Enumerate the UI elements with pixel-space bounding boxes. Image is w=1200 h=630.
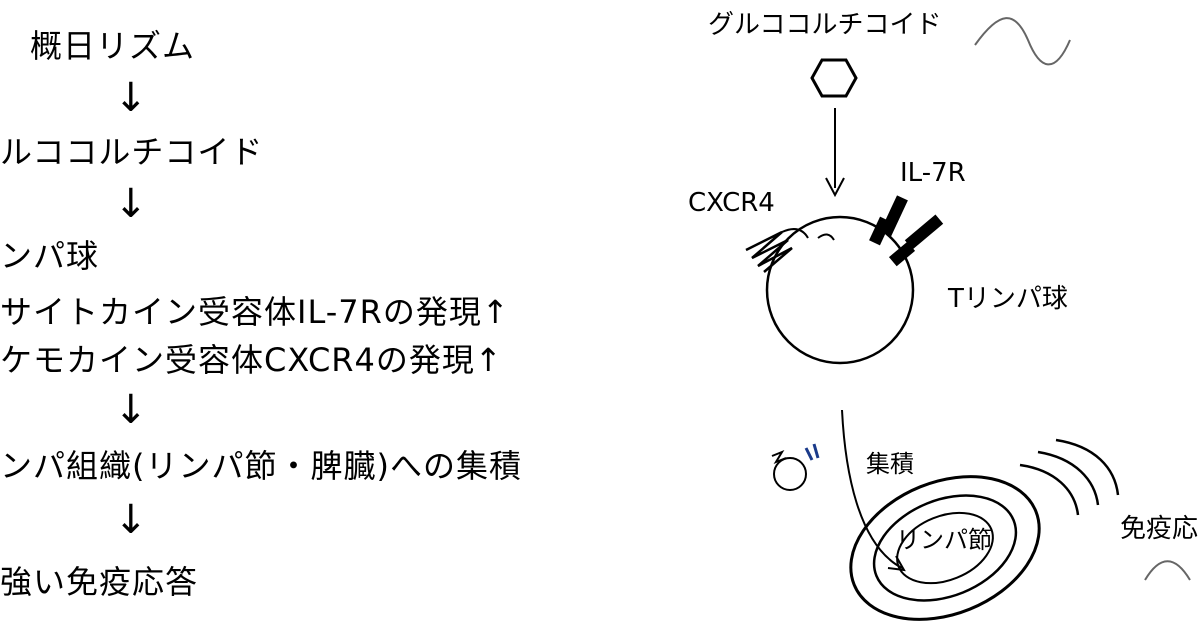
immune-response-label: 免疫応 (1120, 514, 1199, 544)
t-lymphocyte-cell (765, 215, 915, 365)
flow-arrow-1: ↓ (114, 75, 148, 121)
flow-step-lymphocyte: ンパ球 (0, 237, 100, 275)
glucocorticoid-hexagon (810, 58, 858, 98)
small-lymphocyte (773, 457, 807, 491)
immune-response-arcs (1019, 438, 1120, 516)
accumulation-arrow (841, 409, 903, 569)
circadian-wave-top (974, 17, 1071, 66)
flow-step-glucocorticoid: ルココルチコイド (0, 133, 264, 171)
flow-arrow-4: ↓ (114, 497, 148, 543)
flow-step-cxcr4-expression: ケモカイン受容体CXCR4の発現↑ (0, 341, 503, 379)
flow-step-il7r-expression: サイトカイン受容体IL-7Rの発現↑ (0, 293, 510, 331)
flow-step-immune-response: 強い免疫応答 (0, 563, 199, 601)
accumulation-label: 集積 (866, 450, 914, 478)
flow-step-accumulation: ンパ組織(リンパ節・脾臓)への集積 (0, 447, 522, 485)
lymph-node-label: リンパ節 (896, 526, 992, 554)
cxcr4-label: CXCR4 (688, 188, 775, 218)
lymph-node (849, 475, 1041, 621)
flow-arrow-2: ↓ (114, 181, 148, 227)
flow-step-circadian: 概日リズム (30, 27, 196, 65)
il7r-receptor (869, 195, 944, 267)
t-cell-label: Tリンパ球 (948, 284, 1068, 314)
circadian-wave-bottom (1144, 560, 1191, 581)
glucocorticoid-label: グルココルチコイド (708, 10, 942, 40)
il7r-label: IL-7R (900, 158, 966, 188)
flow-arrow-3: ↓ (114, 387, 148, 433)
